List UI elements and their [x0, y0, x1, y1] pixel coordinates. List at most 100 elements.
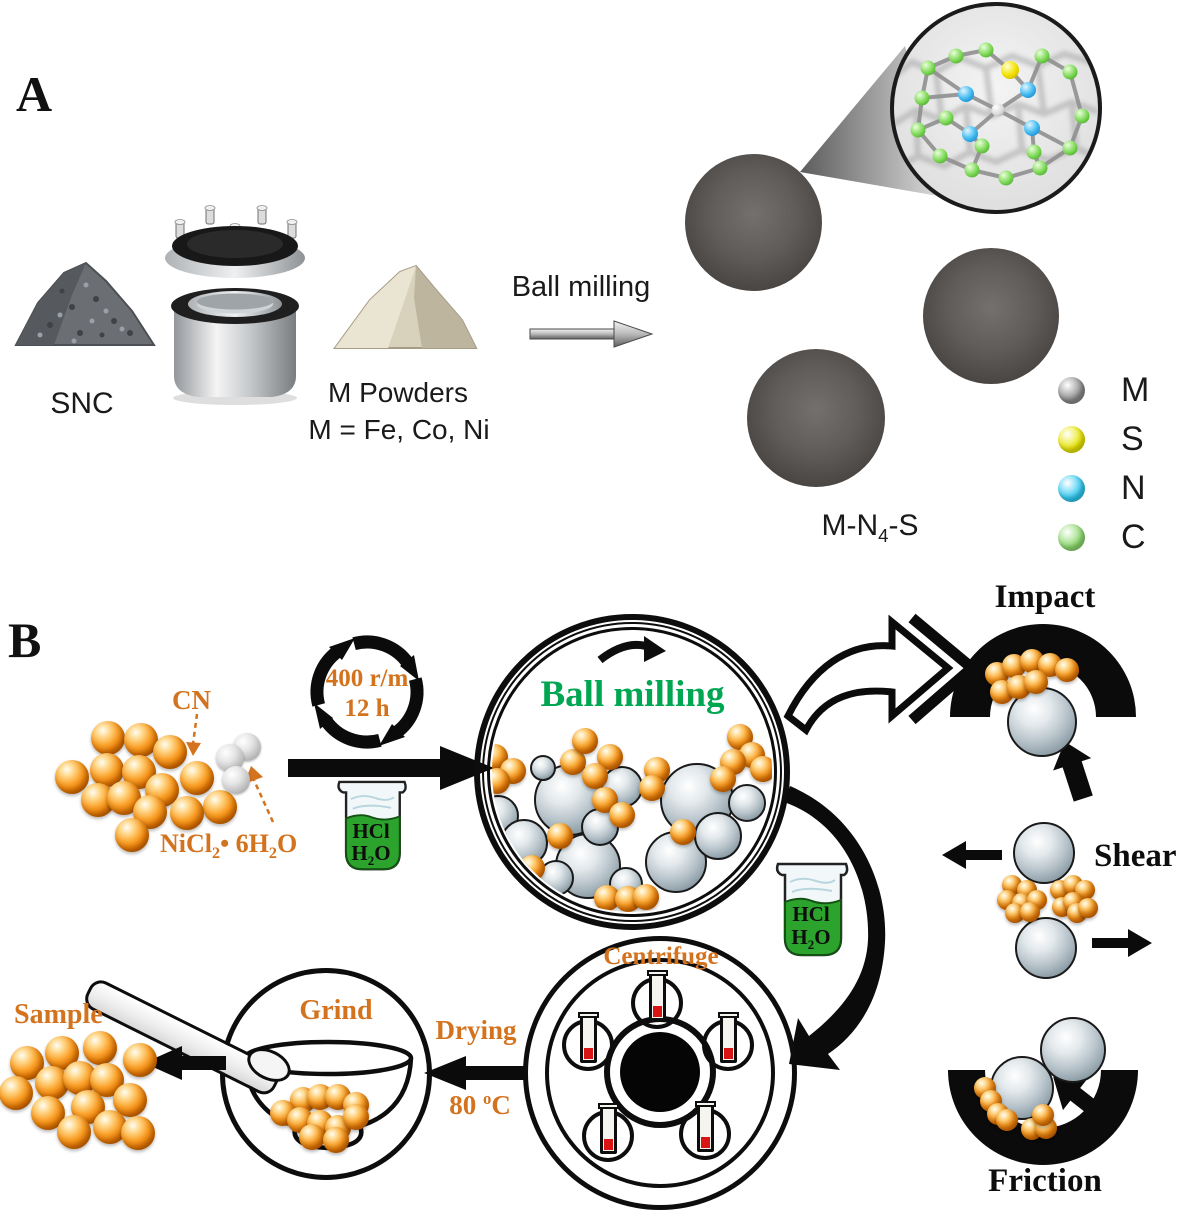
powder-particle — [670, 819, 696, 845]
panel-b-label: B — [8, 612, 42, 668]
legend-row: C — [1058, 513, 1149, 562]
product-sphere — [747, 349, 885, 487]
sample-particle — [83, 1031, 117, 1065]
powder-particle — [572, 728, 598, 754]
tube-sediment — [701, 1137, 710, 1148]
lattice-graphic — [894, 42, 1098, 186]
rotation-arrows-icon — [310, 635, 424, 749]
tube-cap — [598, 1103, 619, 1109]
friction-arrow — [1053, 1077, 1112, 1126]
tube-cap — [578, 1012, 599, 1018]
powder-particle — [1020, 902, 1040, 922]
tube-sediment — [584, 1048, 593, 1059]
powder-particle — [639, 775, 665, 801]
centrifuge-tube — [647, 970, 668, 1021]
carbon-atom — [914, 90, 930, 106]
centrifuge-label: Centrifuge — [603, 943, 719, 970]
m-powder-pile — [333, 264, 478, 349]
ground-particle — [299, 1124, 325, 1150]
powder-particle — [609, 802, 635, 828]
milling-ball — [1013, 822, 1075, 884]
cn-particle — [55, 760, 89, 794]
metal-atom — [991, 103, 1005, 117]
carbon-atom — [938, 110, 954, 126]
tube-cap — [718, 1012, 739, 1018]
drum-to-centrifuge-arrow — [784, 786, 886, 1070]
mill-time-label: 12 h — [344, 695, 390, 722]
cn-particle — [124, 723, 158, 757]
m-powders-label: M Powders — [327, 377, 469, 408]
nitrogen-atom — [958, 86, 974, 102]
cn-pointer-arrow — [186, 713, 201, 756]
carbon-atom — [910, 122, 926, 138]
powder-particle — [1078, 898, 1098, 918]
carbon-atom — [1032, 160, 1048, 176]
centrifuge-tube — [718, 1012, 739, 1063]
mill-speed-label: 400 r/m — [325, 665, 409, 692]
drying-temp: 80 oC — [449, 1089, 511, 1120]
impact-arc — [950, 624, 1136, 717]
centrifuge-tube — [695, 1101, 716, 1152]
ball-mill-jar — [165, 205, 305, 405]
nitrogen-atom — [962, 126, 978, 142]
carbon-atom — [948, 48, 964, 64]
beaker-hcl-text: HCl — [792, 902, 830, 927]
beaker-graphic — [337, 780, 407, 871]
sample-particle — [113, 1083, 147, 1117]
product-sphere — [923, 248, 1059, 384]
cn-particle — [180, 761, 214, 795]
legend-label-c: C — [1121, 518, 1146, 556]
mill-drum-interior — [492, 632, 772, 912]
centrifuge-tube — [598, 1103, 619, 1154]
tube-sediment — [653, 1006, 662, 1017]
beaker-h2o-text: H2O — [351, 840, 391, 868]
powder-particle — [633, 884, 659, 910]
hcl-beaker: HCl H2O — [332, 780, 410, 872]
legend-row: S — [1058, 415, 1149, 464]
sample-particle — [121, 1116, 155, 1150]
legend: M S N C — [1058, 366, 1149, 562]
sulfur-atom — [1001, 61, 1019, 79]
jar-lid — [165, 205, 305, 278]
carbon-atom — [978, 42, 994, 58]
impact-label: Impact — [994, 579, 1096, 615]
hcl-beaker-2: HCl H2O — [772, 862, 850, 958]
milling-ball — [530, 755, 556, 781]
cn-particle — [170, 796, 204, 830]
carbon-atom — [1026, 144, 1042, 160]
ground-particle — [343, 1104, 369, 1130]
atomic-structure-inset — [890, 2, 1102, 214]
legend-ball-s — [1058, 426, 1085, 453]
milling-ball — [694, 812, 742, 860]
carbon-atom — [964, 162, 980, 178]
beaker-hcl-text: HCl — [352, 818, 390, 843]
tube-cap — [647, 970, 668, 976]
nicl-label: NiCl2• 6H2O — [160, 829, 298, 863]
nicl-particle — [222, 766, 250, 794]
friction-bowl-arc — [948, 1070, 1138, 1165]
milling-ball — [1015, 917, 1077, 979]
milling-ball — [1040, 1017, 1106, 1083]
m-powders-formula: M = Fe, Co, Ni — [308, 414, 490, 445]
mill-drum-ring — [487, 627, 777, 917]
drying-arrow — [424, 1056, 524, 1090]
cn-particle — [115, 818, 149, 852]
mill-drum-outer-ring — [474, 614, 790, 930]
carbon-atom — [1034, 48, 1050, 64]
legend-row: M — [1058, 366, 1149, 415]
cn-particle — [91, 721, 125, 755]
sample-particle — [123, 1043, 157, 1077]
grind-label: Grind — [299, 995, 373, 1026]
carbon-atom — [1074, 108, 1090, 124]
drying-label: Drying — [435, 1015, 517, 1045]
product-sphere — [685, 154, 822, 291]
drum-label: Ball milling — [540, 674, 725, 715]
centrifuge-outer-ring — [523, 936, 797, 1210]
snc-label: SNC — [50, 387, 114, 420]
product-label: M-N4-S — [821, 509, 919, 546]
legend-row: N — [1058, 464, 1149, 513]
beaker-h2o-text: H2O — [791, 925, 831, 953]
tube-sediment — [604, 1139, 613, 1150]
sample-label: Sample — [14, 999, 103, 1030]
